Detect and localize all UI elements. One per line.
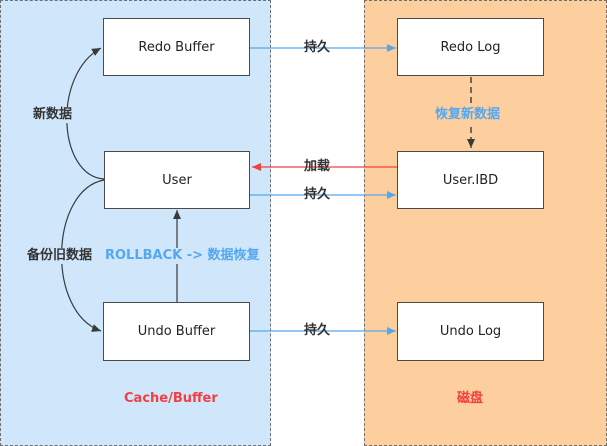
redo-buffer-node: Redo Buffer bbox=[103, 18, 250, 76]
redo-log-node: Redo Log bbox=[397, 18, 544, 76]
disk-zone-label: 磁盘 bbox=[457, 391, 484, 406]
persist-user-label: 持久 bbox=[304, 187, 331, 202]
undo-buffer-node: Undo Buffer bbox=[103, 302, 250, 361]
cache-buffer-zone-label: Cache/Buffer bbox=[124, 391, 218, 406]
persist-undo-label: 持久 bbox=[304, 323, 331, 338]
user-node: User bbox=[104, 151, 250, 209]
rollback-label: ROLLBACK -> 数据恢复 bbox=[103, 248, 262, 264]
persist-redo-label: 持久 bbox=[304, 40, 331, 55]
load-label: 加载 bbox=[304, 159, 331, 174]
new-data-label: 新数据 bbox=[32, 107, 74, 123]
undo-log-node: Undo Log bbox=[397, 302, 544, 361]
user-ibd-node: User.IBD bbox=[397, 151, 544, 209]
backup-old-label: 备份旧数据 bbox=[26, 248, 94, 264]
recover-label: 恢复新数据 bbox=[434, 107, 502, 123]
